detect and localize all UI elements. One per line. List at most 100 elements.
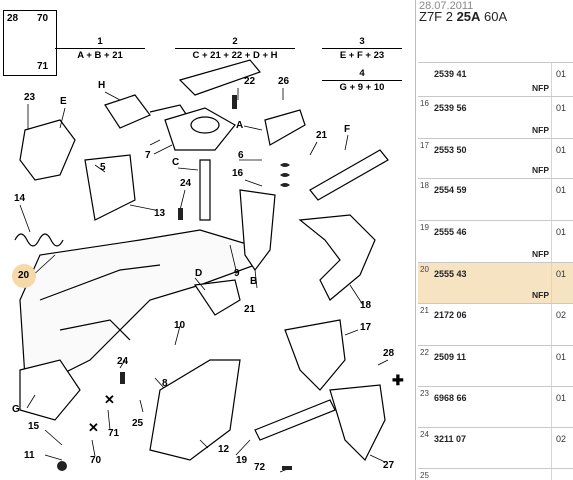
nfp-flag: NFP xyxy=(532,249,549,259)
part-quantity: 01 xyxy=(556,352,567,362)
callout-label[interactable]: C xyxy=(172,157,180,168)
callout-label[interactable]: G xyxy=(12,404,20,415)
part-reference[interactable]: 2555 43 xyxy=(434,269,467,279)
part-reference[interactable]: 2172 06 xyxy=(434,310,467,320)
row-index: 23 xyxy=(420,389,429,398)
parts-list-panel xyxy=(415,0,573,480)
part-reference[interactable]: 3211 07 xyxy=(434,434,467,444)
group-formula: A + B + 21 xyxy=(77,50,123,61)
callout-label[interactable]: 14 xyxy=(14,193,26,204)
callout-label[interactable]: F xyxy=(344,124,351,135)
row-index: 16 xyxy=(420,99,429,108)
cross-marker-icon: ✕ xyxy=(104,392,115,407)
nfp-flag: NFP xyxy=(532,165,549,175)
callout-label[interactable]: 24 xyxy=(180,178,192,189)
callout-label[interactable]: D xyxy=(195,268,203,279)
callout-label[interactable]: 11 xyxy=(24,450,35,461)
catalog-date: 28.07.2011 xyxy=(419,0,474,12)
callout-label[interactable]: A xyxy=(236,120,244,131)
callout-label[interactable]: 28 xyxy=(383,348,395,359)
callout-label[interactable]: 9 xyxy=(234,268,240,279)
callout-label[interactable]: 27 xyxy=(383,460,395,471)
part-quantity: 02 xyxy=(556,434,567,444)
column-divider xyxy=(551,263,552,303)
group-formula: G + 9 + 10 xyxy=(339,82,385,93)
callout-label[interactable]: 25 xyxy=(132,418,144,429)
callout-label[interactable]: 16 xyxy=(232,168,244,179)
part-reference[interactable]: 6968 66 xyxy=(434,393,467,403)
parts-list-row[interactable]: 23 6968 66 01 xyxy=(418,386,573,427)
callout-label[interactable]: E xyxy=(60,96,67,107)
callout-label[interactable]: 19 xyxy=(236,455,248,466)
callout-label[interactable]: 12 xyxy=(218,444,230,455)
callout-label[interactable]: 15 xyxy=(28,421,40,432)
part-quantity: 01 xyxy=(556,69,567,79)
callout-label[interactable]: 10 xyxy=(174,320,186,331)
part-reference[interactable]: 2509 11 xyxy=(434,352,467,362)
part-quantity: 01 xyxy=(556,269,567,279)
group-formula: C + 21 + 22 + D + H xyxy=(192,50,278,61)
callout-label[interactable]: 8 xyxy=(162,378,168,389)
column-divider xyxy=(551,63,552,96)
part-quantity: 01 xyxy=(556,145,567,155)
callout-label[interactable]: 70 xyxy=(90,455,102,466)
group-number: 1 xyxy=(55,36,145,49)
column-divider xyxy=(551,428,552,468)
callout-label[interactable]: 20 xyxy=(18,270,30,281)
part-reference[interactable]: 2539 56 xyxy=(434,103,467,113)
part-quantity: 02 xyxy=(556,310,567,320)
callout-label[interactable]: 17 xyxy=(360,322,372,333)
row-index: 19 xyxy=(420,223,429,232)
diagram-label: 28 xyxy=(7,13,19,24)
callout-label[interactable]: 72 xyxy=(254,462,266,473)
part-reference[interactable]: 2555 46 xyxy=(434,227,467,237)
plus-marker-icon: ✚ xyxy=(392,372,404,388)
part-reference[interactable]: 2539 41 xyxy=(434,69,467,79)
group-label: 3 E + F + 23 xyxy=(322,36,402,61)
column-divider xyxy=(551,469,552,480)
diagram-label: 70 xyxy=(37,13,49,24)
callout-label[interactable]: 5 xyxy=(100,162,106,173)
part-reference[interactable]: 2554 59 xyxy=(434,185,467,195)
part-quantity: 01 xyxy=(556,393,567,403)
group-label: 4 G + 9 + 10 xyxy=(322,68,402,93)
column-divider xyxy=(551,387,552,427)
callout-label[interactable]: 21 xyxy=(316,130,328,141)
part-quantity: 01 xyxy=(556,103,567,113)
callout-label[interactable]: 71 xyxy=(108,428,120,439)
callout-label[interactable]: 22 xyxy=(244,76,256,87)
hardware-inset-box: 28 70 71 xyxy=(3,10,57,76)
row-index: 17 xyxy=(420,141,429,150)
selected-part-highlight xyxy=(12,264,36,288)
callout-label[interactable]: 24 xyxy=(117,356,129,367)
group-formula: E + F + 23 xyxy=(339,50,385,61)
nfp-flag: NFP xyxy=(532,83,549,93)
callout-label[interactable]: 13 xyxy=(154,208,166,219)
nfp-flag: NFP xyxy=(532,125,549,135)
group-number: 2 xyxy=(175,36,295,49)
callout-label[interactable]: 23 xyxy=(24,92,36,103)
callout-label[interactable]: 21 xyxy=(244,304,256,315)
part-reference[interactable]: 2553 50 xyxy=(434,145,467,155)
row-index: 18 xyxy=(420,181,429,190)
diagram-drawing xyxy=(9,25,389,473)
callout-label[interactable]: 7 xyxy=(145,150,151,161)
callout-label[interactable]: 26 xyxy=(278,76,290,87)
callout-label[interactable]: H xyxy=(98,80,106,91)
row-index: 20 xyxy=(420,265,429,274)
parts-list-row[interactable]: 25 xyxy=(418,468,573,480)
column-divider xyxy=(551,179,552,220)
callout-label[interactable]: B xyxy=(250,276,258,287)
column-divider xyxy=(551,346,552,386)
callout-label[interactable]: 6 xyxy=(238,150,244,161)
callout-label[interactable]: 18 xyxy=(360,300,372,311)
